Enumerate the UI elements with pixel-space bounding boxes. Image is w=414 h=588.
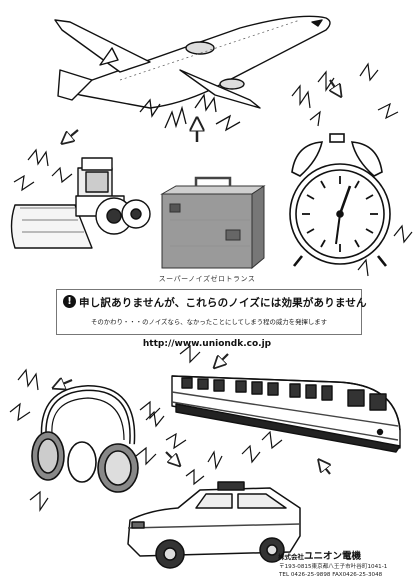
- airplane-icon: [54, 15, 331, 109]
- alarm-clock-icon: [289, 133, 391, 267]
- arrow-icon: [58, 380, 73, 386]
- arrow-icon: [218, 353, 229, 364]
- company-address: 〒193-0815東京都八王子市叶谷町1041-1: [279, 564, 388, 570]
- noise-zigzag-icon: [139, 93, 241, 132]
- bulldozer-icon: [10, 157, 151, 249]
- notice-box: ! 申し訳ありませんが、これらのノイズには効果がありません そのかわり・・・のノ…: [56, 289, 367, 335]
- noise-zigzag-icon: [13, 148, 73, 192]
- noise-zigzag-icon: [291, 62, 413, 277]
- noise-zigzag-icon: [145, 344, 283, 450]
- arrow-icon: [322, 464, 330, 475]
- company-prefix: 株式会社: [278, 553, 304, 561]
- company-tel: TEL 0426-25-9898 FAX0426-25-3048: [279, 572, 383, 578]
- company-name: 株式会社ユニオン電機: [278, 548, 361, 562]
- transformer-icon: [160, 176, 266, 270]
- notice-body: そのかわり・・・のノイズなら、なかったことにしてしまう程の威力を発揮します: [90, 318, 328, 326]
- noise-zigzag-icon: [9, 368, 161, 512]
- police-car-icon: [127, 481, 301, 569]
- notice-title: 申し訳ありませんが、これらのノイズには効果がありません: [79, 297, 367, 309]
- arrow-icon: [165, 451, 176, 462]
- headphones-icon: [31, 384, 139, 493]
- product-caption: スーパーノイズゼロトランス: [158, 275, 256, 283]
- train-icon: [171, 375, 401, 453]
- company-brand: ユニオン電機: [304, 551, 362, 562]
- exclamation-icon: !: [63, 295, 76, 308]
- arrow-icon: [66, 129, 79, 140]
- website-link[interactable]: http://www.uniondk.co.jp: [142, 339, 272, 349]
- arrow-icon: [330, 79, 338, 92]
- noise-zigzag-icon: [185, 444, 261, 486]
